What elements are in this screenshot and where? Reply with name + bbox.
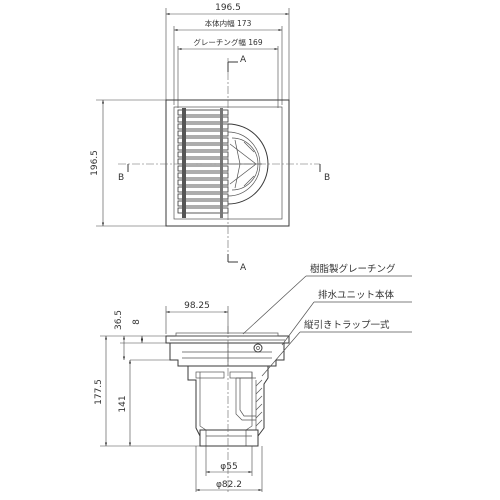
overall-height-label: 196.5 (90, 150, 100, 176)
grating-width-label: グレーチング幅 169 (193, 37, 262, 47)
trap-hatch (255, 379, 263, 427)
overall-width-label: 196.5 (215, 3, 241, 13)
body-upper (169, 343, 285, 367)
dim-36-5-label: 36.5 (114, 310, 124, 330)
section-b-left-label: B (118, 173, 124, 183)
callout-trap: 縦引きトラップ一式 (304, 319, 390, 331)
section-b-right-label: B (324, 173, 330, 183)
dim-177-5-label: 177.5 (94, 379, 104, 405)
inner-width-label: 本体内幅 173 (205, 18, 252, 28)
section-a-top-label: A (240, 55, 247, 65)
grating-slats (177, 108, 229, 218)
bolt-circle (253, 343, 263, 353)
callout-grating: 樹脂製グレーチング (310, 263, 396, 275)
callout-drain-unit: 排水ユニット本体 (318, 289, 395, 301)
offset-width-label: 98.25 (184, 301, 210, 311)
outlet-pipe (199, 429, 259, 447)
grating-top (175, 332, 279, 337)
dim-141-label: 141 (118, 395, 128, 412)
dia-82-2-label: φ82.2 (216, 480, 242, 490)
top-flange (165, 335, 290, 344)
dim-8-label: 8 (132, 319, 142, 325)
pipe-body-right (257, 366, 269, 446)
body-outer-square (165, 99, 290, 227)
dia-55-label: φ55 (220, 462, 237, 472)
top-view: 196.5 本体内幅 173 グレーチング幅 169 196.5 (90, 3, 330, 273)
callouts: 樹脂製グレーチング 排水ユニット本体 縦引きトラップ一式 (242, 263, 412, 377)
section-a-bottom-label: A (240, 263, 247, 273)
side-view: 98.25 36.5 8 177.5 141 (94, 301, 290, 494)
